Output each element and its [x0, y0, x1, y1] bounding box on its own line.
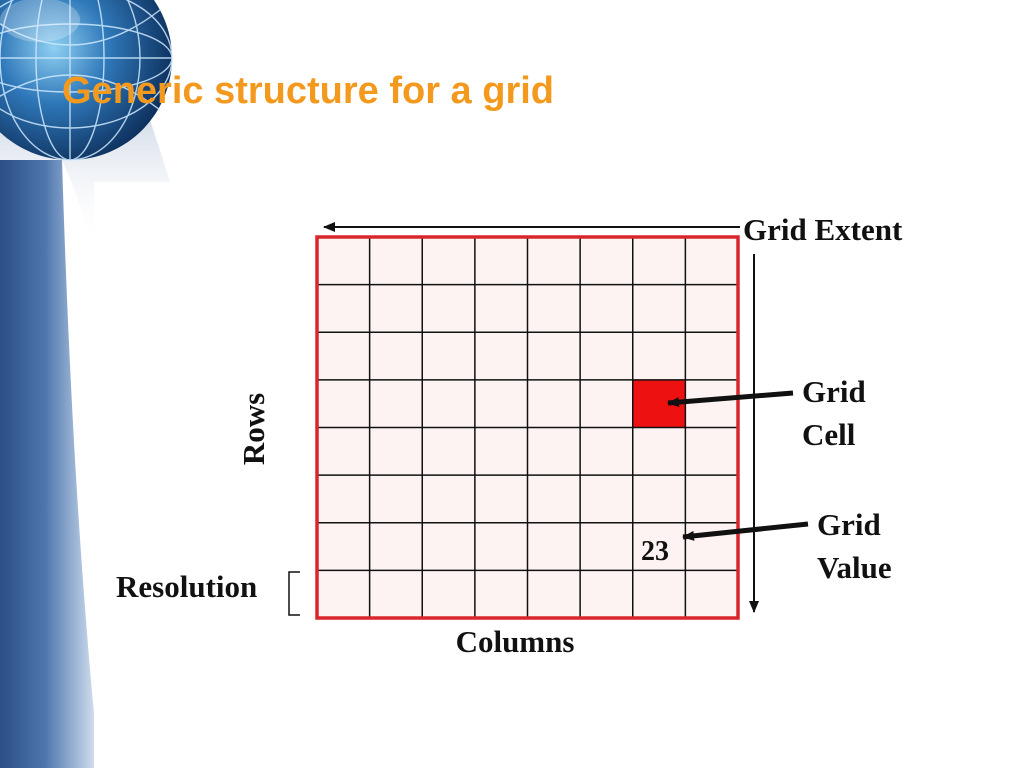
- columns-label: Columns: [456, 624, 575, 659]
- grid-extent-label: Grid Extent: [743, 212, 903, 247]
- rows-label: Rows: [236, 393, 271, 465]
- resolution-label: Resolution: [116, 569, 257, 604]
- slide-title: Generic structure for a grid: [62, 70, 555, 112]
- resolution-bracket: [288, 571, 300, 616]
- cell-value-text: 23: [641, 536, 669, 567]
- grid-lines: [317, 237, 738, 618]
- grid-border: [315, 235, 740, 620]
- grid-value-label-line2: Value: [817, 550, 892, 585]
- grid-value-pointer-arrow: [682, 521, 809, 541]
- grid-value-label-line1: Grid: [817, 507, 881, 542]
- grid-cell-label-line1: Grid: [802, 374, 866, 409]
- grid-cell-label-line2: Cell: [802, 417, 856, 452]
- grid-cell-pointer-arrow: [667, 390, 794, 408]
